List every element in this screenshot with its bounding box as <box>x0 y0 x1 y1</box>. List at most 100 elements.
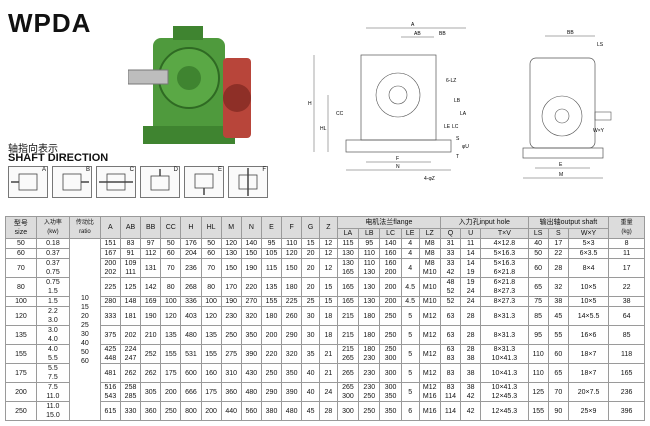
cell-weight: 38 <box>608 296 645 307</box>
cell-power: 1.5 <box>35 296 71 307</box>
cell-wxy: 18×7 <box>567 363 610 383</box>
cell-e: 380 <box>260 401 283 421</box>
cell-le: 4 <box>400 238 420 249</box>
cell-bb: 262 <box>140 363 162 383</box>
cell-bb: 360 <box>140 401 162 421</box>
cell-m: 130 <box>220 248 242 259</box>
cell-lc: 140 <box>379 238 402 249</box>
dim-label-4z: 4-φZ <box>424 176 435 182</box>
cell-la: 215 <box>336 306 360 326</box>
cell-weight: 8 <box>608 238 645 249</box>
page-title: WPDA <box>8 8 92 38</box>
cell-hl: 60 <box>200 248 222 259</box>
cell-a: 167 <box>99 248 121 259</box>
cell-z: 15 <box>319 296 338 307</box>
cell-bb: 305 <box>140 382 162 402</box>
cell-m: 150 <box>220 258 242 278</box>
cell-wxy: 25×9 <box>567 401 610 421</box>
cell-h: 800 <box>180 401 202 421</box>
col-input-power: 入功率(kw) <box>35 216 71 239</box>
cell-e: 290 <box>260 382 283 402</box>
cell-h: 176 <box>180 238 202 249</box>
cell-bb: 97 <box>140 238 162 249</box>
cell-n: 350 <box>240 325 262 345</box>
cell-la: 130 <box>336 248 360 259</box>
cell-a: 615 <box>99 401 121 421</box>
cell-a: 225 <box>99 277 121 297</box>
cell-n: 390 <box>240 344 262 364</box>
cell-txv: 8×31.3 <box>480 306 529 326</box>
cell-size: 120 <box>5 306 37 326</box>
dim-label-s: S <box>456 136 460 142</box>
side-label-bb: BB <box>567 30 574 36</box>
cell-ls: 110 <box>527 363 549 383</box>
cell-size: 155 <box>5 344 37 364</box>
cell-g: 25 <box>301 296 320 307</box>
cell-hl: 135 <box>200 325 222 345</box>
cell-lz: M12 <box>418 363 441 383</box>
cell-m: 440 <box>220 401 242 421</box>
cell-s: 90 <box>547 401 569 421</box>
cell-le: 6 <box>400 401 420 421</box>
dim-label-bb: BB <box>439 31 446 37</box>
cell-lz: M8 <box>418 238 441 249</box>
cell-hl: 50 <box>200 238 222 249</box>
shaft-direction-cn: 轴指向表示 <box>8 144 58 155</box>
cell-cc: 155 <box>160 344 182 364</box>
cell-le: 5 <box>400 306 420 326</box>
cell-lb: 130 <box>358 277 381 297</box>
cell-z: 21 <box>319 344 338 364</box>
cell-ls: 95 <box>527 325 549 345</box>
cell-ls: 65 <box>527 277 549 297</box>
cell-e: 180 <box>260 306 283 326</box>
cell-lz: M8 <box>418 248 441 259</box>
cell-wxy: 16×6 <box>567 325 610 345</box>
cell-a: 481 <box>99 363 121 383</box>
cell-size: 100 <box>5 296 37 307</box>
cell-weight: 85 <box>608 325 645 345</box>
cell-lc: 160 <box>379 248 402 259</box>
shaft-diagram-e: E <box>184 166 224 198</box>
cell-h: 600 <box>180 363 202 383</box>
cell-ls: 155 <box>527 401 549 421</box>
cell-m: 360 <box>220 382 242 402</box>
cell-s: 65 <box>547 363 569 383</box>
cell-u: 42 <box>460 401 482 421</box>
cell-hl: 120 <box>200 306 222 326</box>
cell-size: 50 <box>5 238 37 249</box>
col-group-flange: 电机法兰flange <box>336 216 441 229</box>
col-weight: 重量(kg) <box>608 216 645 239</box>
dim-label-6lz: 6-LZ <box>446 78 456 84</box>
cell-q: 31 <box>439 238 462 249</box>
cell-u: 11 <box>460 238 482 249</box>
cell-s: 60 <box>547 344 569 364</box>
cell-ls: 60 <box>527 258 549 278</box>
shaft-diagram-a: A <box>8 166 48 198</box>
cell-size: 250 <box>5 401 37 421</box>
shaft-diagram-d: D <box>140 166 180 198</box>
cell-f: 150 <box>281 258 303 278</box>
cell-lb: 250 <box>358 401 381 421</box>
cell-le: 4.5 <box>400 277 420 297</box>
shaft-diagram-b: B <box>52 166 92 198</box>
cell-wxy: 8×4 <box>567 258 610 278</box>
